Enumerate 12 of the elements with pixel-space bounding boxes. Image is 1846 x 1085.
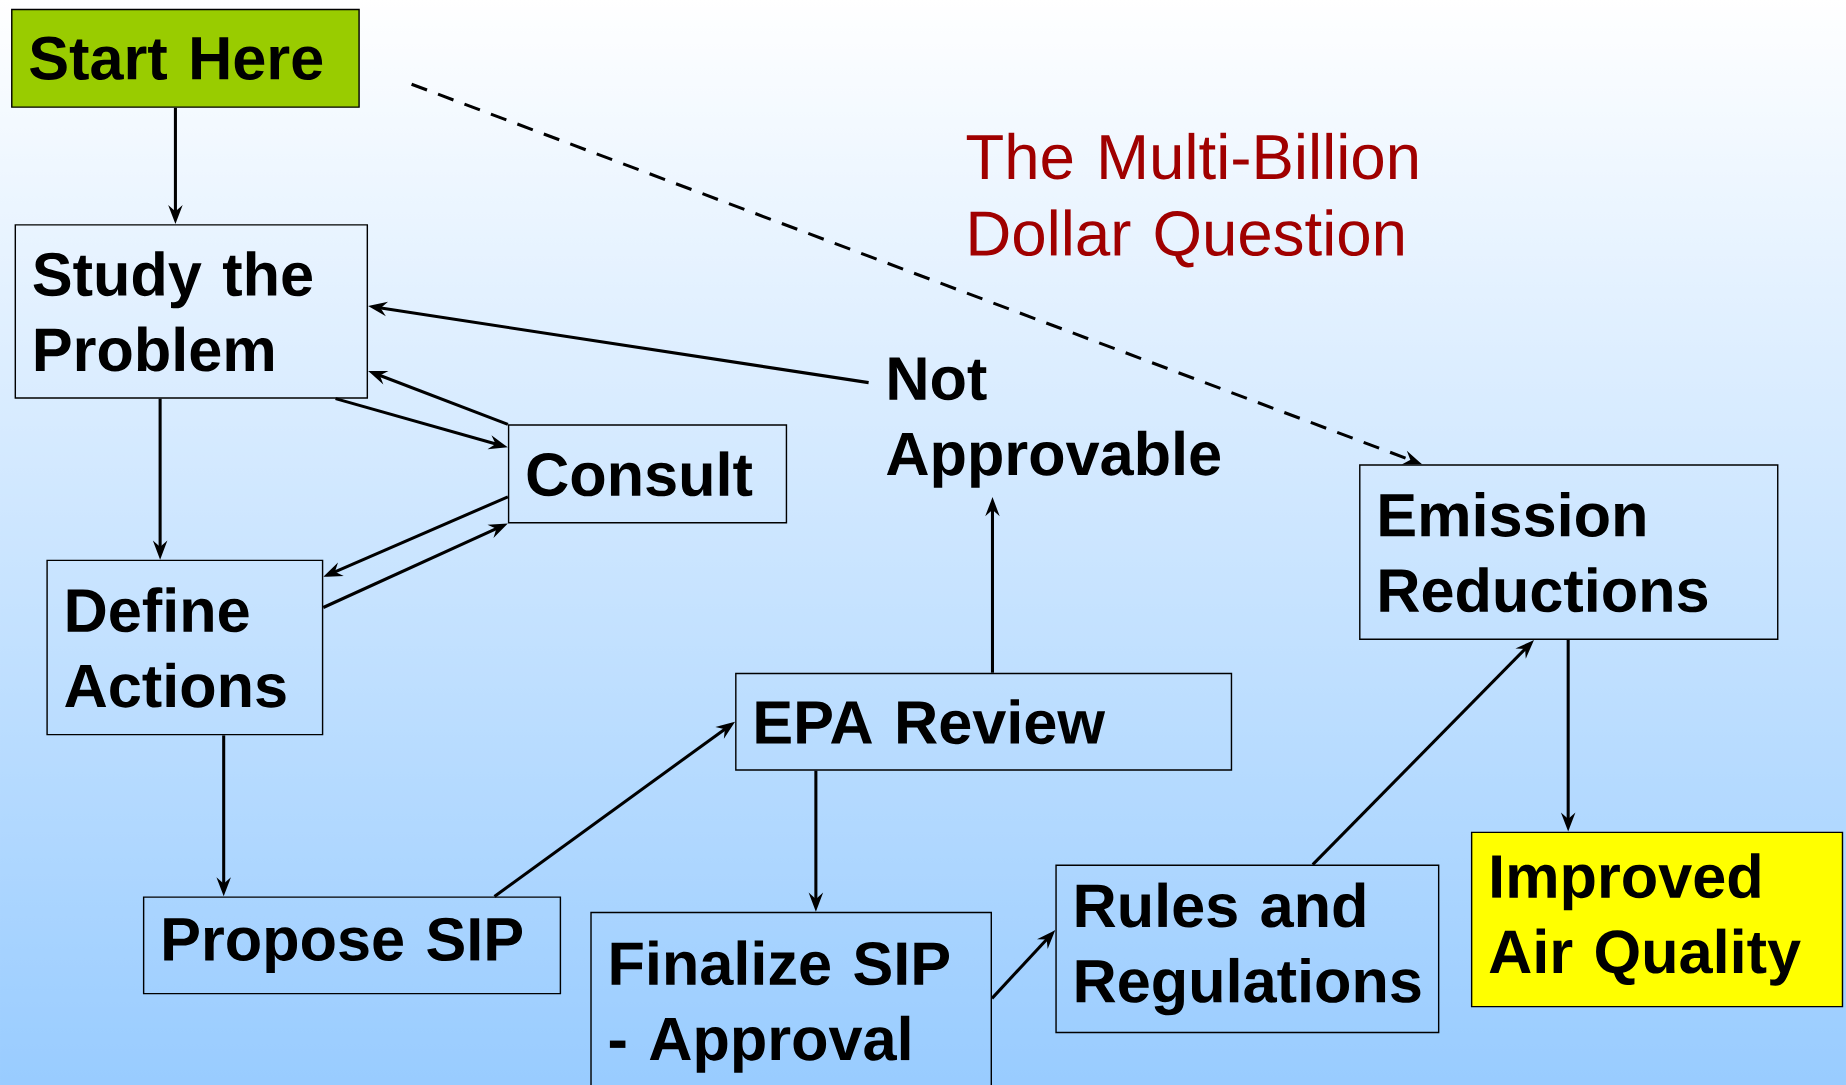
process-box: Finalize SIP - Approval xyxy=(590,911,992,1085)
process-box: Emission Reductions xyxy=(1359,464,1779,640)
process-box: Consult xyxy=(507,424,788,524)
process-box: Rules and Regulations xyxy=(1055,864,1440,1033)
process-box: Propose SIP xyxy=(142,896,562,995)
process-box: EPA Review xyxy=(735,672,1233,771)
edge-label: The Multi-Billion Dollar Question xyxy=(966,132,1417,268)
outcome-label: Not Approvable xyxy=(886,357,1221,488)
process-box: Start Here xyxy=(11,8,360,108)
process-box: Study the Problem xyxy=(14,223,369,399)
process-box: Define Actions xyxy=(46,559,324,736)
process-box: Improved Air Quality xyxy=(1470,831,1844,1008)
